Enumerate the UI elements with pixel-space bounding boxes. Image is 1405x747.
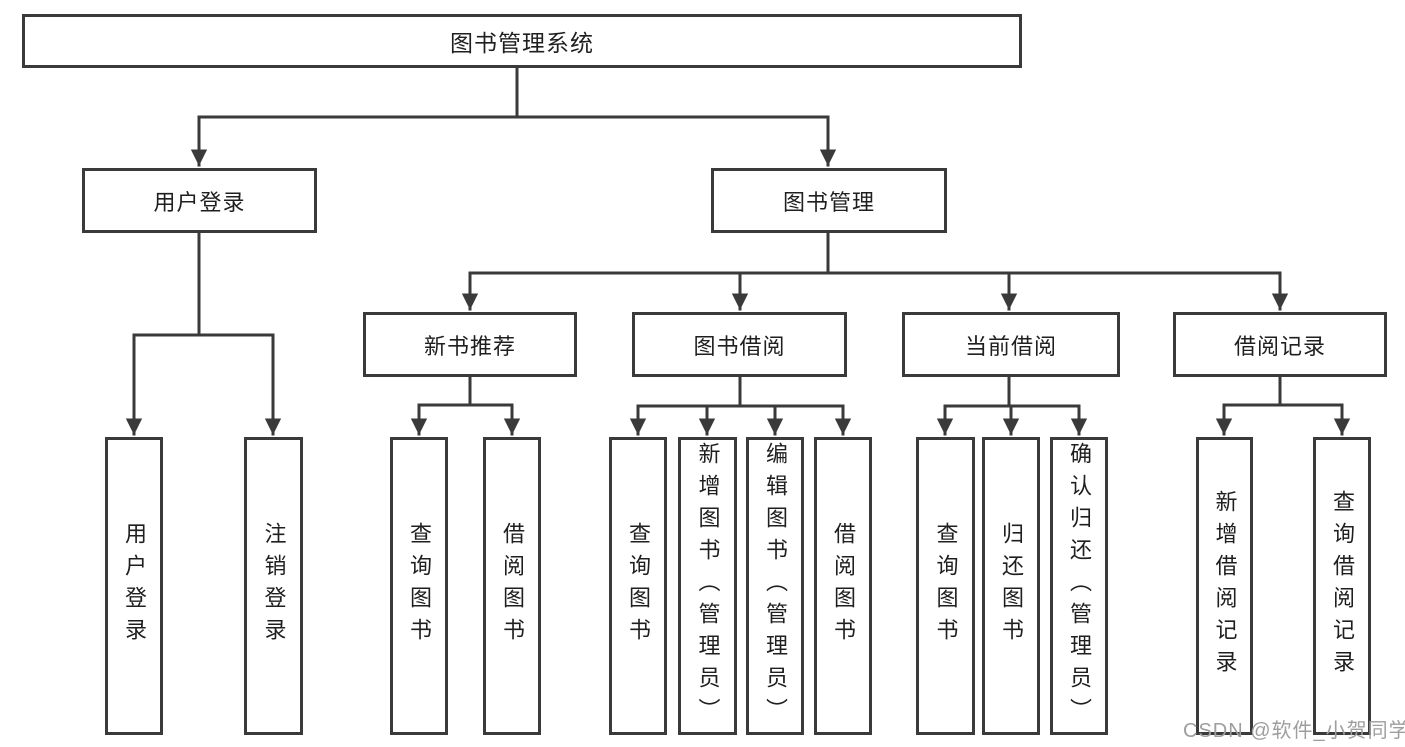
node-book-borrowing: 图书借阅 — [632, 312, 847, 377]
node-label: 借阅记录 — [1233, 333, 1326, 359]
node-library-management-system: 图书管理系统 — [22, 14, 1022, 68]
leaf-query-borrow-record: 查询借阅记录 — [1313, 437, 1371, 735]
leaf-confirm-return-admin: 确认归还（管理员） — [1050, 437, 1108, 735]
leaf-logout: 注销登录 — [244, 437, 303, 735]
node-label: 注销登录 — [261, 522, 287, 650]
node-label: 用户登录 — [153, 189, 246, 215]
leaf-query-books-borrowing: 查询图书 — [609, 437, 667, 735]
node-label: 图书借阅 — [693, 333, 786, 359]
node-label: 用户登录 — [122, 522, 147, 650]
node-label: 查询图书 — [626, 522, 651, 650]
leaf-edit-book-admin: 编辑图书（管理员） — [746, 437, 804, 735]
node-label: 查询图书 — [933, 522, 959, 650]
node-label: 确认归还（管理员） — [1067, 442, 1092, 730]
leaf-query-books-recommendation: 查询图书 — [390, 437, 448, 735]
leaf-add-borrow-record: 新增借阅记录 — [1196, 437, 1253, 735]
node-borrowing-records: 借阅记录 — [1173, 312, 1387, 377]
node-label: 查询借阅记录 — [1330, 490, 1355, 682]
node-new-book-recommendation: 新书推荐 — [363, 312, 577, 377]
node-book-management: 图书管理 — [711, 168, 947, 233]
node-label: 借阅图书 — [831, 522, 856, 650]
node-label: 当前借阅 — [964, 333, 1057, 359]
node-user-login: 用户登录 — [82, 168, 317, 233]
node-label: 查询图书 — [407, 522, 432, 650]
node-label: 图书管理 — [782, 189, 875, 215]
leaf-add-book-admin: 新增图书（管理员） — [678, 437, 737, 735]
node-label: 新增图书（管理员） — [695, 442, 721, 730]
leaf-borrow-books-borrowing: 借阅图书 — [814, 437, 872, 735]
node-label: 归还图书 — [999, 522, 1024, 650]
leaf-query-books-current: 查询图书 — [916, 437, 975, 735]
node-label: 新书推荐 — [423, 333, 516, 359]
node-label: 图书管理系统 — [450, 30, 594, 56]
node-label: 新增借阅记录 — [1212, 490, 1238, 682]
leaf-borrow-books-recommendation: 借阅图书 — [483, 437, 541, 735]
leaf-return-books: 归还图书 — [982, 437, 1040, 735]
csdn-watermark: CSDN @软件_小贺同学 — [1183, 720, 1405, 742]
leaf-user-login: 用户登录 — [105, 437, 163, 735]
node-current-borrowing: 当前借阅 — [902, 312, 1120, 377]
node-label: 编辑图书（管理员） — [763, 442, 788, 730]
node-label: 借阅图书 — [500, 522, 525, 650]
